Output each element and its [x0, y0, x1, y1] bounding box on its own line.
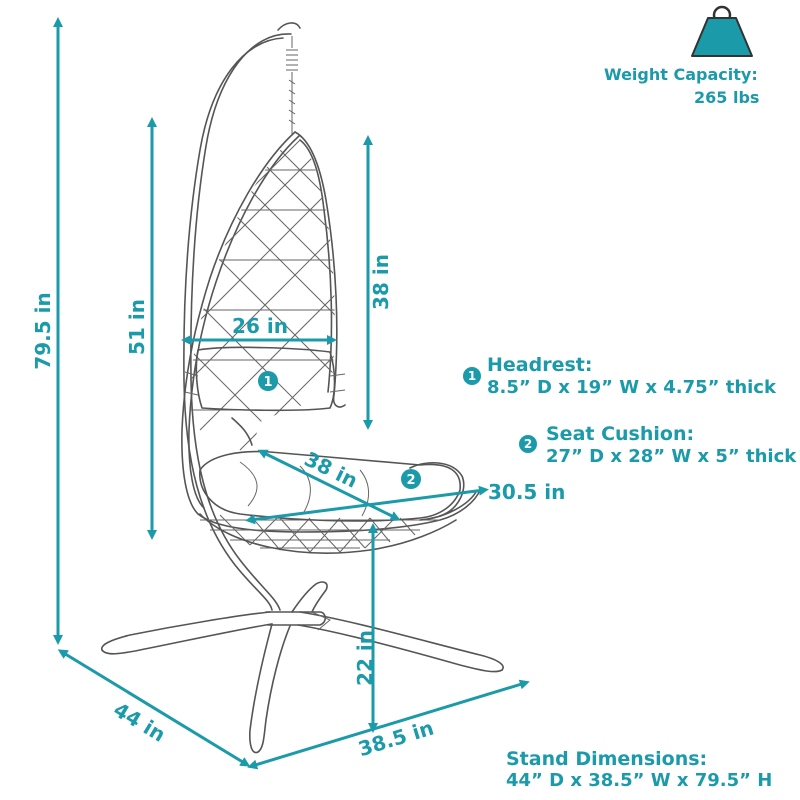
headrest-callout-badge: 1	[463, 367, 481, 385]
back-width-label: 26 in	[232, 314, 288, 338]
back-height-label: 38 in	[369, 254, 393, 310]
weight-capacity-label: Weight Capacity:	[604, 65, 758, 84]
seat-floor-label: 22 in	[353, 630, 377, 686]
seat-cushion-spec: 27” D x 28” W x 5” thick	[546, 446, 797, 467]
seat-width-label: 30.5 in	[488, 480, 565, 504]
headrest-title: Headrest:	[487, 354, 593, 376]
headrest-spec: 8.5” D x 19” W x 4.75” thick	[487, 377, 776, 398]
stand-width-arrow	[247, 679, 530, 770]
seat-cushion-title: Seat Cushion:	[546, 423, 695, 445]
headrest-marker-number: 1	[263, 375, 272, 390]
stand-depth-label: 44 in	[109, 697, 169, 746]
seat-width-arrow	[245, 485, 489, 525]
seat-cushion-callout-badge: 2	[519, 435, 537, 453]
chair-line-art	[181, 131, 481, 554]
weight-capacity-value: 265 lbs	[694, 88, 760, 107]
headrest-marker: 1	[258, 371, 278, 391]
seat-cushion-marker: 2	[401, 469, 421, 489]
seat-cushion-marker-number: 2	[406, 473, 415, 488]
chair-height-label: 51 in	[125, 299, 149, 355]
dimension-arrows	[53, 17, 530, 770]
stand-depth-arrow	[57, 649, 251, 767]
total-height-label: 79.5 in	[31, 292, 55, 369]
stand-dimensions-title: Stand Dimensions:	[506, 748, 708, 770]
weight-icon	[691, 5, 753, 57]
stand-dimensions-spec: 44” D x 38.5” W x 79.5” H	[506, 770, 773, 791]
